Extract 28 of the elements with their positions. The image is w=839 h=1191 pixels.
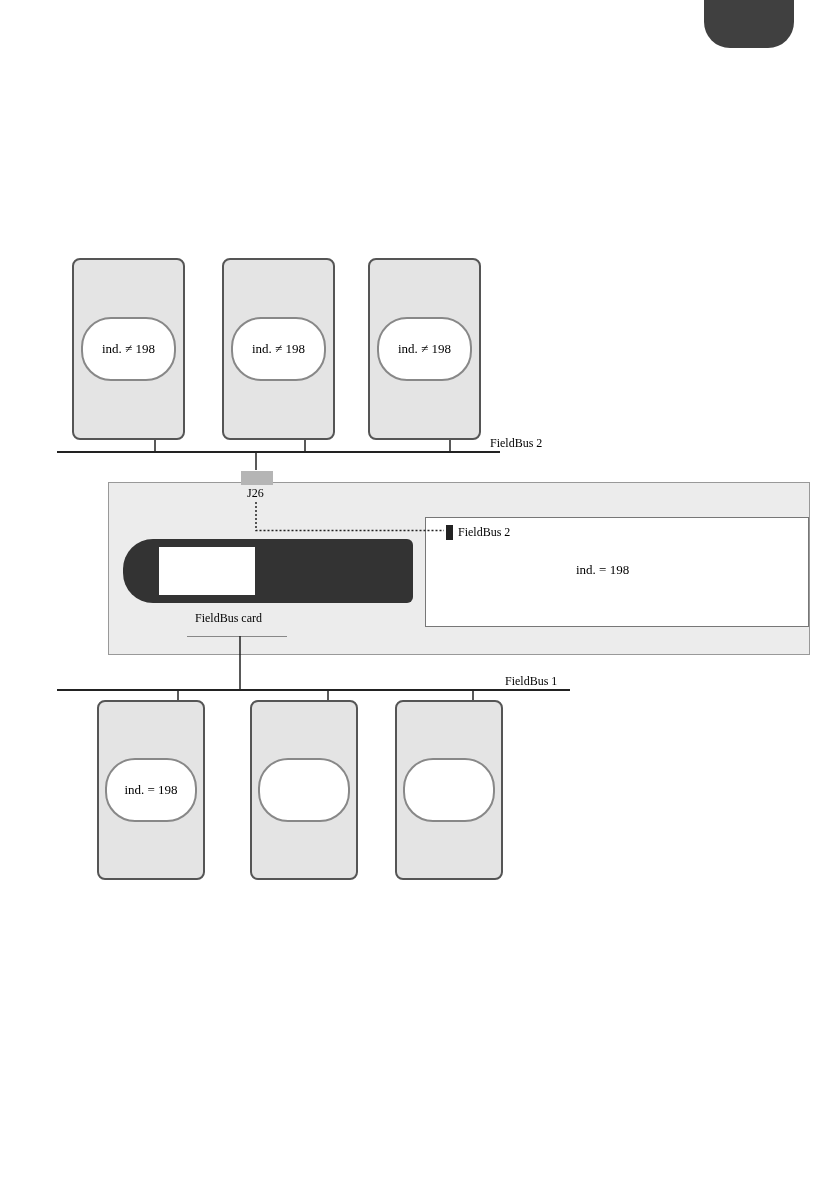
- bus-label: FieldBus 2: [490, 436, 543, 451]
- cable-line: [177, 690, 179, 701]
- cable-line: [239, 635, 241, 690]
- cable-line: [449, 439, 451, 452]
- expansion-module: [250, 700, 358, 880]
- bus-label: FieldBus 2: [458, 525, 511, 540]
- expansion-module: [222, 258, 335, 440]
- address-label: ind. = 198: [105, 758, 197, 822]
- bus-label: FieldBus 1: [505, 674, 558, 689]
- expansion-module: [72, 258, 185, 440]
- address-label: ind. ≠ 198: [230, 316, 327, 382]
- bus-line: [57, 689, 570, 691]
- expansion-module: [368, 258, 481, 440]
- address-label: ind. = 198: [576, 562, 630, 578]
- expansion-module: [97, 700, 205, 880]
- cable-line: [255, 452, 257, 471]
- card-slot: [187, 611, 287, 637]
- terminal-label: J26: [247, 486, 264, 501]
- address-label: ind. ≠ 198: [376, 316, 473, 382]
- expansion-module: [395, 700, 503, 880]
- bus-line: [57, 451, 500, 453]
- cable-line: [154, 439, 156, 452]
- address-label: ind. ≠ 198: [80, 316, 177, 382]
- card-label: FieldBus card: [195, 611, 262, 626]
- built-in-module: [425, 517, 809, 627]
- cable-line: [304, 439, 306, 452]
- cable-line: [327, 690, 329, 701]
- cable-line: [472, 690, 474, 701]
